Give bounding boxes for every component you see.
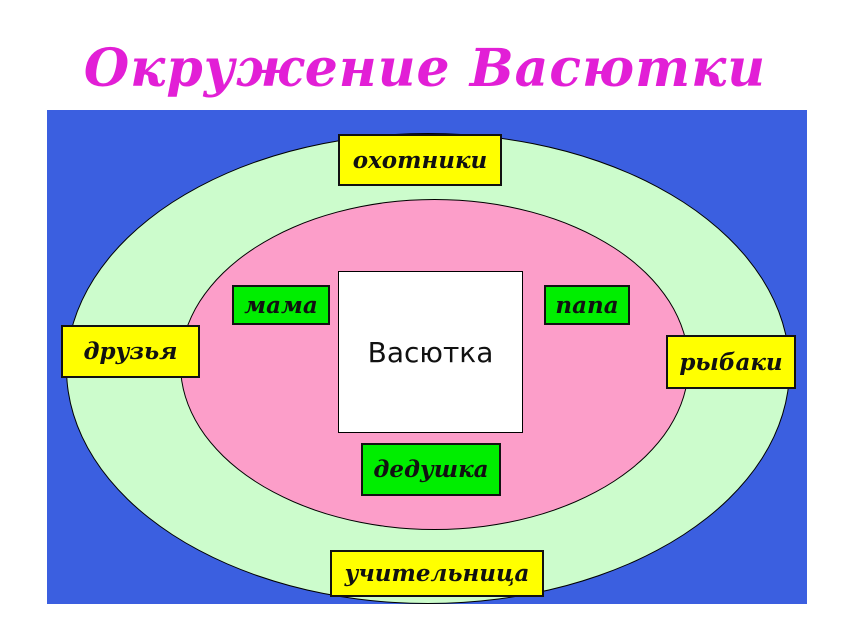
- center-box: Васютка: [338, 271, 523, 433]
- diagram-title: Окружение Васютки: [83, 38, 767, 99]
- inner-label-left: мама: [232, 285, 330, 325]
- center-label: Васютка: [367, 335, 494, 369]
- outer-label-right: рыбаки: [666, 335, 796, 389]
- inner-label-right: папа: [544, 285, 630, 325]
- outer-label-left: друзья: [61, 325, 200, 378]
- outer-label-top: охотники: [338, 134, 502, 186]
- inner-label-bottom: дедушка: [361, 443, 501, 496]
- outer-label-bottom: учительница: [330, 550, 544, 597]
